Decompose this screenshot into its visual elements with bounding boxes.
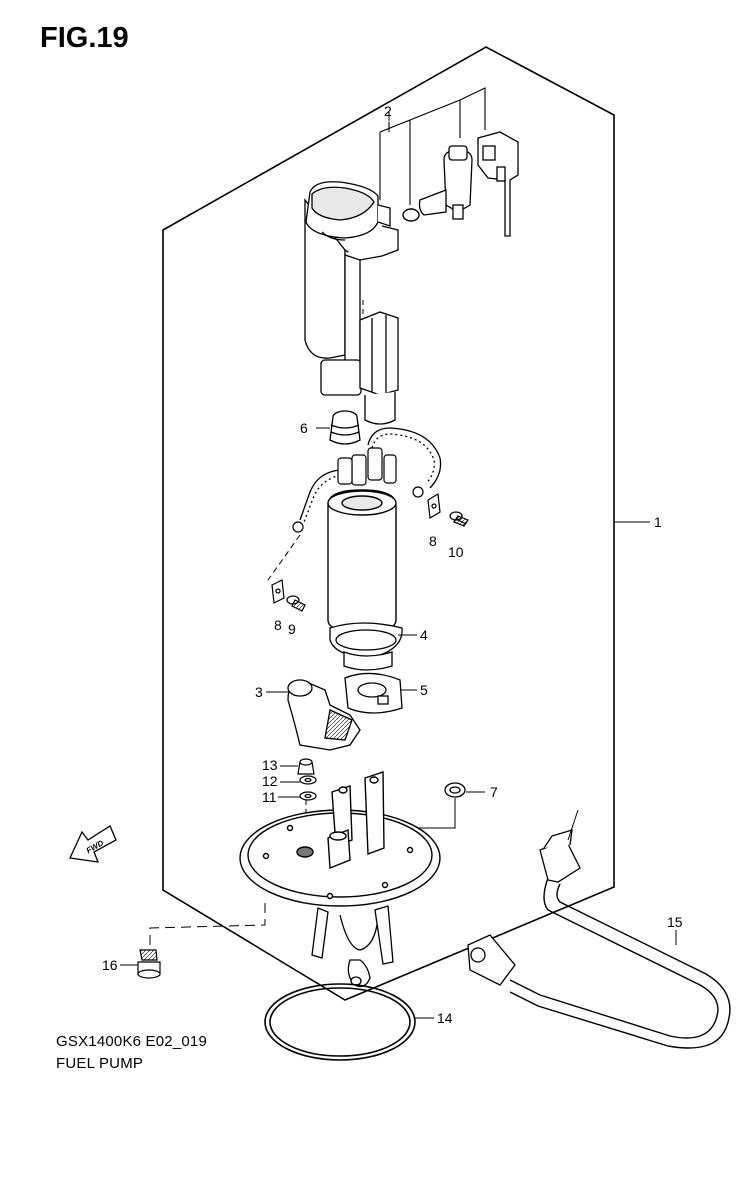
pump-clamp (344, 672, 403, 714)
callout-15: 15 (667, 914, 683, 930)
screw-9 (286, 595, 306, 612)
assembly-name-label: FUEL PUMP (56, 1055, 144, 1072)
bolt-16 (137, 949, 161, 979)
hose-connector-bottom (467, 934, 516, 986)
callout-5: 5 (420, 682, 428, 698)
assembly-frame (162, 46, 615, 1001)
under-plate-tubes (311, 905, 394, 988)
callout-3: 3 (255, 684, 263, 700)
callout-16: 16 (102, 957, 118, 973)
callout-4: 4 (420, 627, 428, 643)
o-ring-7 (444, 782, 466, 798)
o-ring-small (402, 208, 420, 222)
hose-connector-top (539, 829, 581, 883)
lock-plate-right (427, 493, 441, 519)
washer-12 (299, 775, 317, 785)
harness-dash-line (267, 534, 301, 581)
callout-leaders (120, 112, 677, 1019)
pressure-regulator (418, 145, 473, 220)
callout-1: 1 (654, 514, 662, 530)
stack-dash-leaders (305, 300, 364, 850)
model-code-label: GSX1400K6 E02_019 (56, 1033, 208, 1050)
callout-11: 11 (262, 789, 277, 805)
callout-7: 7 (490, 784, 498, 800)
callout-2: 2 (384, 103, 392, 119)
callout-9: 9 (288, 621, 296, 637)
nut-13 (297, 758, 315, 775)
filter-bracket (287, 679, 361, 751)
callout-8-right: 8 (429, 533, 437, 549)
rubber-damper (329, 410, 361, 445)
pump-base-plate (239, 771, 441, 907)
callout-13: 13 (262, 757, 278, 773)
fuel-filter-housing (304, 181, 399, 425)
wiring-harness (299, 427, 442, 523)
terminal-connectors (292, 447, 424, 533)
fuel-hose (509, 877, 731, 1049)
fwd-arrow-icon: FWD (69, 825, 117, 863)
callout-6: 6 (300, 420, 308, 436)
gasket-14 (264, 983, 416, 1061)
fuel-pump-body (327, 489, 397, 633)
screw-10 (449, 511, 469, 527)
callout-10: 10 (448, 544, 464, 560)
lock-plate-left (271, 579, 285, 604)
washer-11 (299, 791, 317, 801)
callout-8-left: 8 (274, 617, 282, 633)
figure-title: FIG.19 (40, 22, 129, 54)
callout-12: 12 (262, 773, 278, 789)
callout-2-leaders (379, 87, 486, 205)
clip-bracket (477, 131, 519, 237)
pump-holder (329, 622, 403, 671)
callout-14: 14 (437, 1010, 453, 1026)
